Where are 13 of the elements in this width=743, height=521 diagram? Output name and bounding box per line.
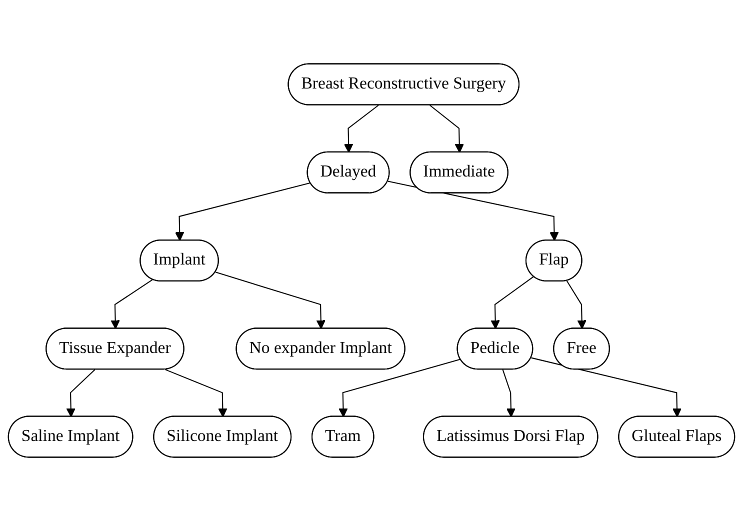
arrow [338, 358, 461, 418]
arrow [175, 182, 311, 241]
arrow [66, 369, 96, 418]
arrow [388, 180, 559, 241]
arrow [502, 369, 516, 418]
arrow [430, 104, 464, 153]
arrow [566, 280, 586, 330]
arrow [215, 272, 326, 330]
arrow [531, 357, 682, 418]
arrow [110, 279, 153, 330]
arrow [344, 104, 379, 153]
arrow [490, 276, 534, 330]
arrow [165, 369, 228, 418]
